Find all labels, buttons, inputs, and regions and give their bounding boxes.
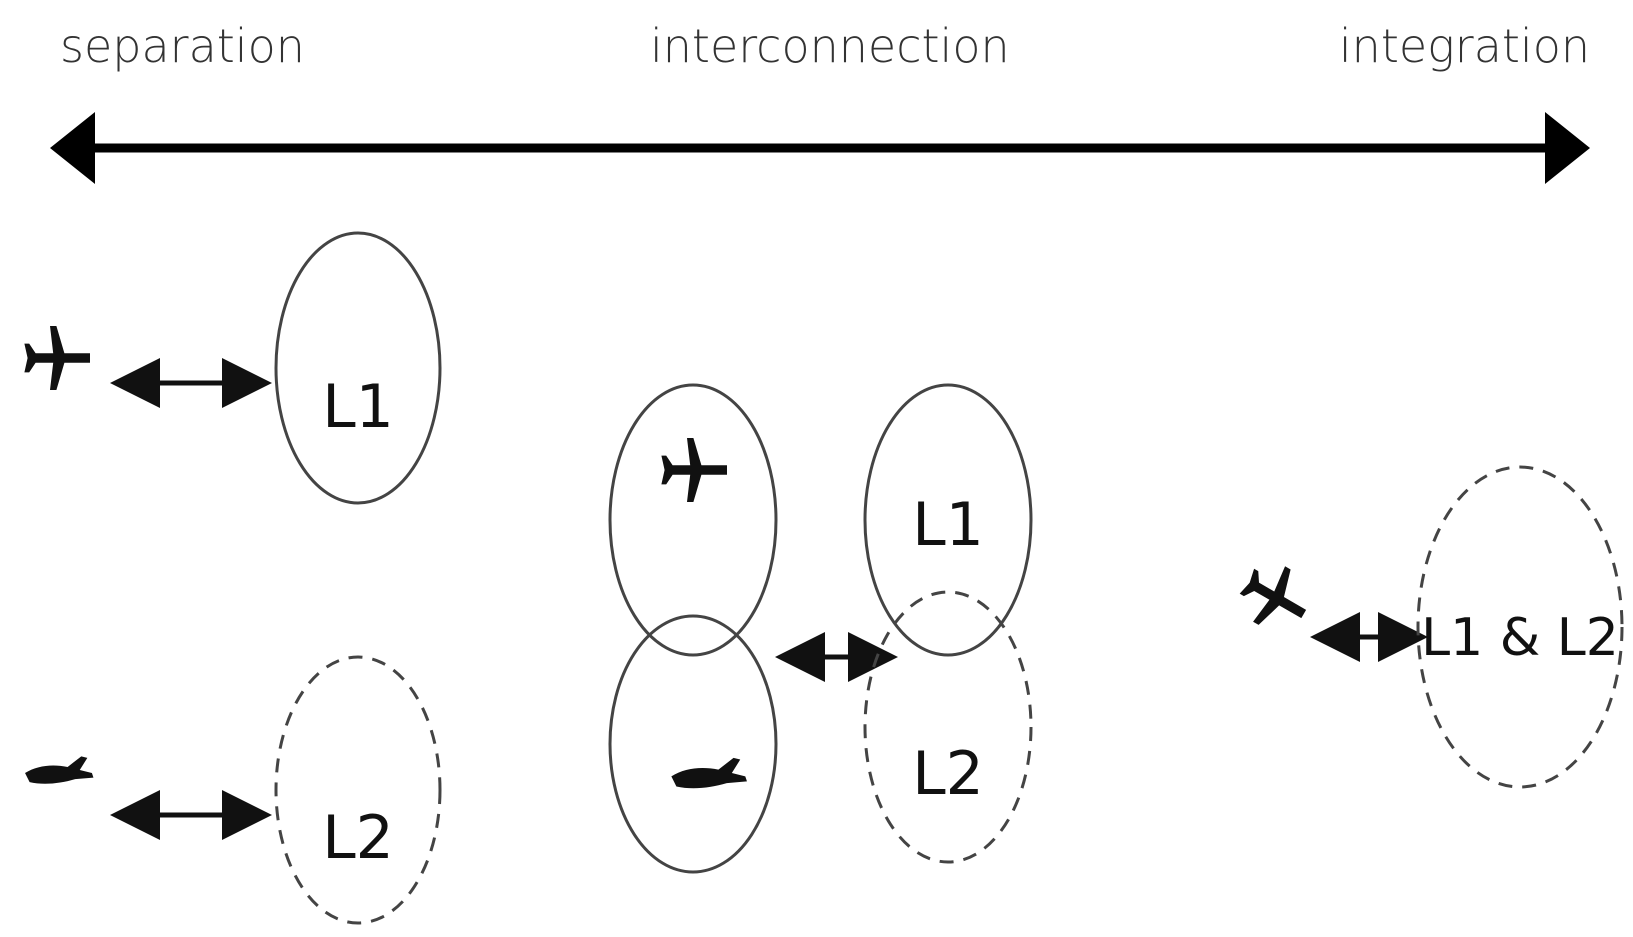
interconnection-group: L1 L2 xyxy=(608,383,1033,874)
concept-circle-top xyxy=(608,383,778,657)
heading-interconnection: interconnection xyxy=(650,19,1010,73)
circle-l2-label: L2 xyxy=(912,739,984,809)
small-aircraft-icon xyxy=(25,756,94,784)
airplane-icon xyxy=(661,438,727,502)
heading-integration: integration xyxy=(1339,19,1590,73)
arrowhead-left xyxy=(50,112,95,184)
circle-l1-l2 xyxy=(1416,465,1624,789)
concept-circle-bottom xyxy=(608,614,778,874)
separation-group: L1 L2 xyxy=(24,231,442,925)
circle-l1 xyxy=(863,383,1033,657)
circle-l2 xyxy=(863,590,1033,864)
circle-l1-label: L1 xyxy=(912,490,984,560)
integration-group: L1 & L2 xyxy=(1230,465,1624,789)
circle-l1 xyxy=(274,231,442,505)
heading-separation: separation xyxy=(60,19,305,73)
circle-l2-label: L2 xyxy=(322,803,394,873)
arrowhead-right xyxy=(1545,112,1590,184)
circle-l2 xyxy=(274,655,442,925)
continuum-arrow xyxy=(50,112,1590,184)
circle-l1-label: L1 xyxy=(322,372,394,442)
airplane-icon xyxy=(24,326,90,390)
airplane-icon xyxy=(1230,553,1320,642)
circle-l1-l2-label: L1 & L2 xyxy=(1421,608,1619,668)
small-aircraft-icon xyxy=(671,757,747,789)
